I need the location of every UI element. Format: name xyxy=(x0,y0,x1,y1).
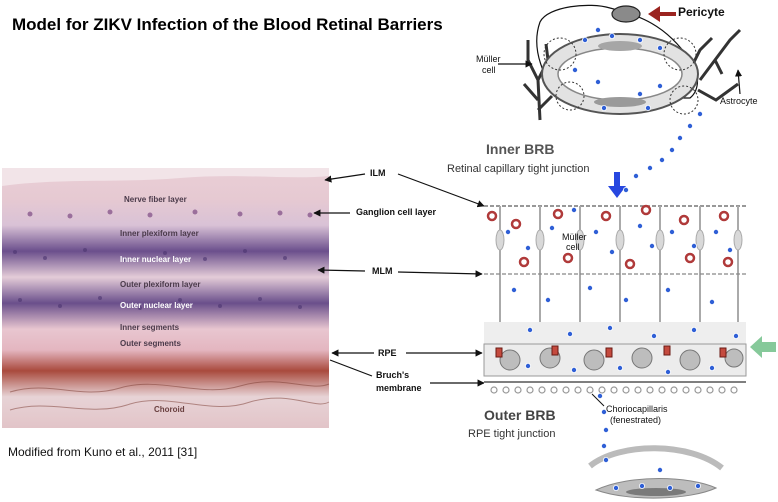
citation: Modified from Kuno et al., 2011 [31] xyxy=(8,445,197,459)
outer-brb-subtitle: RPE tight junction xyxy=(468,428,555,440)
choriocapillaris-vessel xyxy=(588,445,724,499)
layer-label: Inner plexiform layer xyxy=(120,229,199,238)
muller-top-label-2: cell xyxy=(482,65,496,75)
retina-schematic xyxy=(483,202,747,398)
muller-cell-label-2: cell xyxy=(566,242,580,252)
page-title: Model for ZIKV Infection of the Blood Re… xyxy=(12,15,443,34)
capillary-diagram xyxy=(522,4,742,121)
chorio-label-2: (fenestrated) xyxy=(610,415,661,425)
muller-top-label-1: Müller xyxy=(476,54,501,64)
outer-brb-title: Outer BRB xyxy=(484,407,556,423)
callout-mlm: MLM xyxy=(372,266,393,276)
callout-rpe: RPE xyxy=(378,348,397,358)
layer-label: Nerve fiber layer xyxy=(124,195,187,204)
pericyte-arrow-icon xyxy=(648,6,676,22)
callout-ganglion: Ganglion cell layer xyxy=(356,207,437,217)
layer-label: Inner segments xyxy=(120,323,180,332)
layer-label: Inner nuclear layer xyxy=(120,255,191,264)
virus-particles xyxy=(504,26,740,491)
layer-label: Outer nuclear layer xyxy=(120,301,193,310)
muller-cell-label-1: Müller xyxy=(562,232,587,242)
layer-label: Choroid xyxy=(154,405,185,414)
callout-ilm: ILM xyxy=(370,168,386,178)
callout-bruchs-1: Bruch's xyxy=(376,370,409,380)
callout-bruchs-2: membrane xyxy=(376,383,422,393)
inner-brb-subtitle: Retinal capillary tight junction xyxy=(447,163,589,175)
layer-label: Outer plexiform layer xyxy=(120,280,200,289)
histology-image xyxy=(2,168,330,428)
inner-brb-title: Inner BRB xyxy=(486,141,554,157)
outer-brb-arrow-icon xyxy=(750,336,776,358)
histology-labels: Nerve fiber layer Inner plexiform layer … xyxy=(120,195,200,414)
inner-brb-arrow-icon xyxy=(608,172,626,198)
layer-label: Outer segments xyxy=(120,339,181,348)
astrocyte-label: Astrocyte xyxy=(720,96,758,106)
chorio-label-1: Choriocapillaris xyxy=(606,404,668,414)
pericyte-label: Pericyte xyxy=(678,5,725,19)
callout-lines xyxy=(313,173,485,387)
